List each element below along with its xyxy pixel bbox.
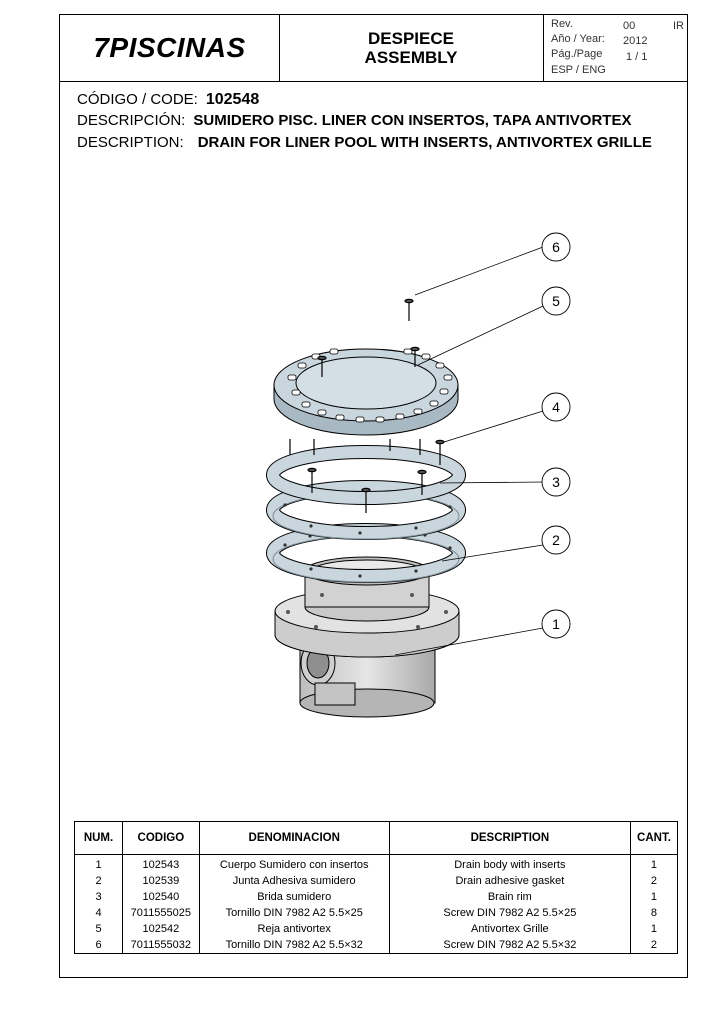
cell-denominacion: Reja antivortex: [198, 921, 390, 937]
cell-num: 6: [73, 937, 124, 954]
column-header-num: NUM.: [73, 821, 124, 855]
table-row: 2 102539 Junta Adhesiva sumidero Drain a…: [73, 873, 679, 889]
page-value: 1 / 1: [626, 51, 648, 63]
cell-num: 2: [73, 873, 124, 889]
leader-lines: [394, 246, 544, 656]
cell-quantity: 2: [629, 873, 679, 889]
callout-2: 2: [541, 525, 571, 555]
drawing-sheet: 7PISCINAS DESPIECE ASSEMBLY Rev. 00 IR A…: [59, 14, 688, 978]
column-header-code: CODIGO: [122, 821, 200, 855]
description-en-label: DESCRIPTION:: [77, 134, 184, 151]
cell-num: 3: [73, 889, 124, 905]
description-es-value: SUMIDERO PISC. LINER CON INSERTOS, TAPA …: [193, 112, 632, 129]
cell-denominacion: Brida sumidero: [198, 889, 390, 905]
cell-description: Drain body with inserts: [388, 854, 631, 873]
callout-1: 1: [541, 609, 571, 639]
cell-quantity: 1: [629, 889, 679, 905]
cell-quantity: 1: [629, 854, 679, 873]
svg-text:5: 5: [552, 293, 560, 309]
cell-quantity: 1: [629, 921, 679, 937]
callout-bubbles: 6 5 4 3 2 1: [541, 232, 571, 639]
rev-value: 00: [623, 20, 636, 32]
screws-32-part: [317, 298, 420, 377]
antivortex-grille-part: [273, 348, 459, 436]
drain-body-part: [274, 556, 460, 718]
rev-extra: IR: [673, 20, 684, 32]
rev-label: Rev.: [551, 18, 573, 30]
table-row: 1 102543 Cuerpo Sumidero con insertos Dr…: [73, 854, 679, 873]
cell-denominacion: Junta Adhesiva sumidero: [198, 873, 390, 889]
table-header-row: NUM. CODIGO DENOMINACION DESCRIPTION CAN…: [73, 821, 679, 855]
cell-description: Brain rim: [388, 889, 631, 905]
svg-text:2: 2: [552, 532, 560, 548]
cell-quantity: 2: [629, 937, 679, 954]
brand-logo: 7PISCINAS: [60, 15, 280, 81]
cell-code: 7011555025: [122, 905, 200, 921]
cell-num: 4: [73, 905, 124, 921]
title-line-es: DESPIECE: [368, 29, 454, 48]
year-value: 2012: [623, 35, 648, 47]
code-label: CÓDIGO / CODE:: [77, 91, 198, 108]
cell-denominacion: Cuerpo Sumidero con insertos: [198, 854, 390, 873]
description-en-value: DRAIN FOR LINER POOL WITH INSERTS, ANTIV…: [197, 134, 652, 151]
table-row: 4 7011555025 Tornillo DIN 7982 A2 5.5×25…: [73, 905, 679, 921]
code-line: CÓDIGO / CODE: 102548: [77, 91, 259, 109]
cell-description: Drain adhesive gasket: [388, 873, 631, 889]
title-block: 7PISCINAS DESPIECE ASSEMBLY Rev. 00 IR A…: [60, 15, 687, 82]
callout-4: 4: [541, 392, 571, 422]
table-row: 3 102540 Brida sumidero Brain rim 1: [73, 889, 679, 905]
svg-text:3: 3: [552, 474, 560, 490]
svg-text:4: 4: [552, 399, 560, 415]
table-row: 5 102542 Reja antivortex Antivortex Gril…: [73, 921, 679, 937]
code-value: 102548: [205, 91, 260, 108]
table-row: 6 7011555032 Tornillo DIN 7982 A2 5.5×32…: [73, 937, 679, 954]
title-line-en: ASSEMBLY: [364, 48, 458, 67]
cell-code: 102542: [122, 921, 200, 937]
column-header-description: DESCRIPTION: [388, 821, 631, 855]
language-label: ESP / ENG: [551, 64, 606, 76]
cell-quantity: 8: [629, 905, 679, 921]
cell-denominacion: Tornillo DIN 7982 A2 5.5×25: [198, 905, 390, 921]
exploded-assembly-drawing: 6 5 4 3 2 1: [266, 232, 571, 718]
sheet-title: DESPIECE ASSEMBLY: [279, 15, 544, 81]
callout-6: 6: [541, 232, 571, 262]
revision-block: Rev. 00 IR Año / Year: 2012 Pág./Page 1 …: [543, 15, 687, 81]
description-es-line: DESCRIPCIÓN: SUMIDERO PISC. LINER CON INS…: [77, 112, 631, 129]
svg-text:6: 6: [552, 239, 560, 255]
cell-code: 102540: [122, 889, 200, 905]
cell-code: 102539: [122, 873, 200, 889]
cell-description: Screw DIN 7982 A2 5.5×25: [388, 905, 631, 921]
svg-text:1: 1: [552, 616, 560, 632]
description-es-label: DESCRIPCIÓN:: [77, 112, 186, 129]
cell-description: Antivortex Grille: [388, 921, 631, 937]
callout-5: 5: [541, 286, 571, 316]
year-label: Año / Year:: [551, 33, 605, 45]
drain-rim-part: [266, 480, 466, 540]
cell-num: 5: [73, 921, 124, 937]
cell-code: 7011555032: [122, 937, 200, 954]
callout-3: 3: [541, 467, 571, 497]
column-header-quantity: CANT.: [629, 821, 679, 855]
cell-denominacion: Tornillo DIN 7982 A2 5.5×32: [198, 937, 390, 954]
cell-code: 102543: [122, 854, 200, 873]
page-label: Pág./Page: [551, 48, 603, 60]
cell-num: 1: [73, 854, 124, 873]
description-en-line: DESCRIPTION: DRAIN FOR LINER POOL WITH IN…: [77, 134, 652, 151]
column-header-denominacion: DENOMINACION: [198, 821, 390, 855]
cell-description: Screw DIN 7982 A2 5.5×32: [388, 937, 631, 954]
bill-of-materials-table: NUM. CODIGO DENOMINACION DESCRIPTION CAN…: [73, 821, 679, 954]
